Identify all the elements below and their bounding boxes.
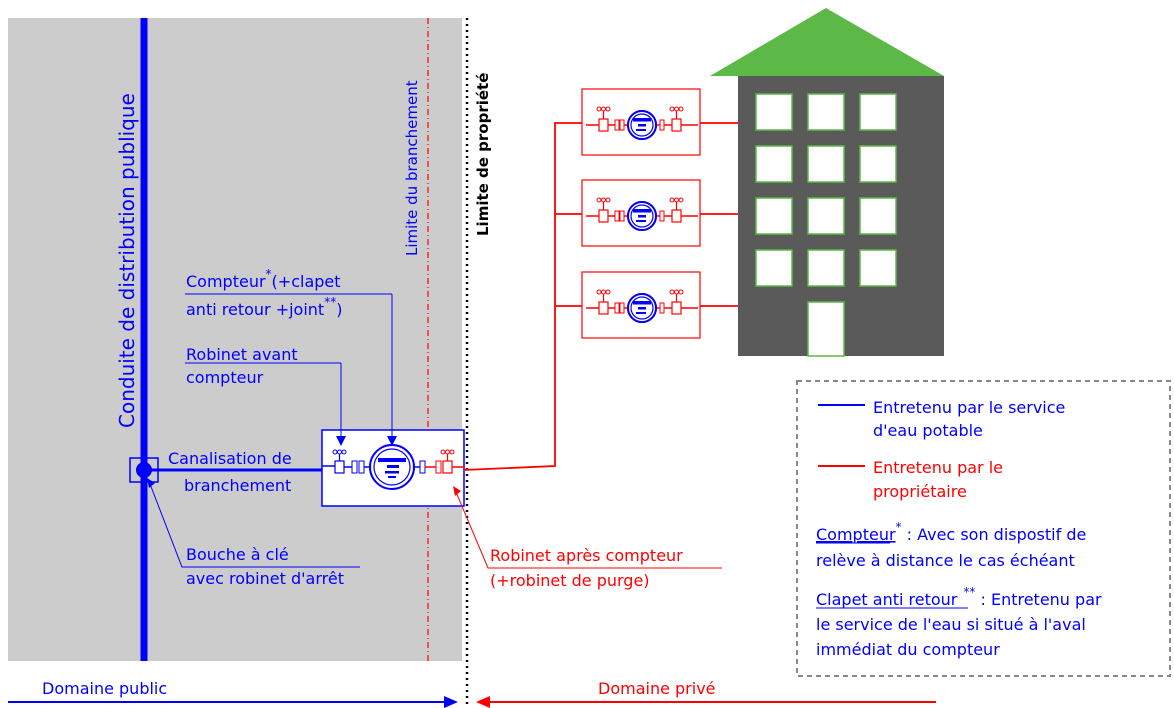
svg-text:Compteur* : Avec son dispostif: Compteur* : Avec son dispostif de [816,520,1086,544]
callout-robinet-apres: Robinet après compteur (+robinet de purg… [453,486,722,590]
domaine-public-arrow: Domaine public [8,679,458,708]
svg-text:relève à distance le cas échéa: relève à distance le cas échéant [816,551,1075,570]
svg-text:Entretenu par le service: Entretenu par le service [873,398,1065,417]
label-conduite: Conduite de distribution publique [115,93,139,428]
callout-compteur: Compteur*(+clapet anti retour +joint**) [185,267,397,446]
svg-text:Entretenu par le: Entretenu par le [873,458,1003,477]
svg-text:(+robinet de purge): (+robinet de purge) [490,571,650,590]
svg-text:branchement: branchement [184,476,291,495]
domaine-prive-arrow: Domaine privé [476,679,936,708]
private-pipe-network [463,122,582,471]
private-meter-2 [581,179,701,247]
svg-text:avec robinet d'arrêt: avec robinet d'arrêt [186,569,344,588]
legend-box: Entretenu par le service d'eau potable E… [796,380,1171,677]
svg-text:Robinet après compteur: Robinet après compteur [490,546,683,565]
svg-text:d'eau potable: d'eau potable [873,421,983,440]
svg-text:immédiat du compteur: immédiat du compteur [816,640,1000,659]
bouche-a-cle-node [136,462,152,478]
svg-text:Clapet anti retour** : Entrete: Clapet anti retour** : Entretenu par [816,585,1102,609]
callout-bouche-a-cle: Bouche à clé avec robinet d'arrêt [147,478,360,588]
public-zone [8,18,462,661]
svg-text:Domaine public: Domaine public [42,679,167,698]
label-limite-branchement: Limite du branchement [403,80,421,256]
label-limite-propriete: Limite de propriété [474,73,492,236]
svg-text:anti retour +joint**): anti retour +joint**) [186,295,342,319]
svg-text:compteur: compteur [186,368,264,387]
svg-text:propriétaire: propriétaire [873,482,967,501]
svg-text:Domaine privé: Domaine privé [598,679,716,698]
svg-text:Canalisation de: Canalisation de [168,449,292,468]
building-icon [710,8,944,357]
svg-text:Bouche à clé: Bouche à clé [186,545,289,564]
callout-robinet-avant: Robinet avant compteur [185,345,346,446]
private-meter-3 [581,271,701,339]
svg-text:le service de l'eau si situé à: le service de l'eau si situé à l'aval [816,615,1086,634]
svg-text:Compteur*(+clapet: Compteur*(+clapet [186,267,341,291]
private-meter-1 [581,88,701,156]
callout-canalisation: Canalisation de branchement [168,449,292,495]
svg-text:Robinet avant: Robinet avant [186,345,298,364]
